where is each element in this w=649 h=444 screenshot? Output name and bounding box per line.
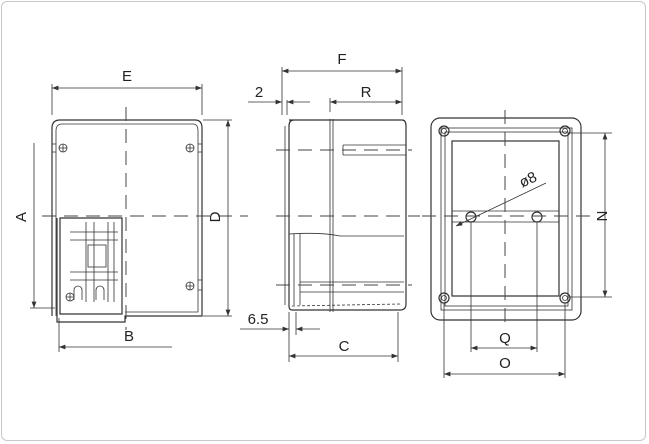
side-view bbox=[240, 67, 420, 362]
dim-label-o: O bbox=[499, 355, 511, 372]
din-bracket bbox=[59, 217, 123, 315]
dim-label-b: B bbox=[124, 328, 134, 345]
screw-icon bbox=[185, 281, 195, 291]
dim-label-a: A bbox=[13, 212, 30, 222]
dim-label-c: C bbox=[339, 338, 350, 355]
screw-icon bbox=[185, 143, 195, 153]
back-view bbox=[422, 110, 612, 378]
dim-label-dia8: ø8 bbox=[517, 169, 540, 192]
dim-label-d: D bbox=[207, 211, 224, 222]
dim-label-r: R bbox=[361, 84, 372, 101]
screw-icon bbox=[58, 143, 68, 153]
dim-label-q: Q bbox=[499, 330, 511, 347]
dim-label-n: N bbox=[593, 211, 610, 222]
mounting-hole-icon bbox=[559, 292, 571, 304]
mounting-hole-icon bbox=[438, 292, 450, 304]
mounting-hole-icon bbox=[438, 125, 450, 137]
hole-icon bbox=[531, 211, 543, 223]
dim-label-6-5: 6.5 bbox=[248, 311, 269, 328]
mounting-hole-icon bbox=[559, 125, 571, 137]
front-view bbox=[30, 84, 248, 352]
dim-label-f: F bbox=[337, 51, 346, 68]
dim-label-e: E bbox=[122, 68, 132, 85]
dim-label-2: 2 bbox=[255, 84, 263, 101]
screw-icon bbox=[65, 292, 75, 302]
